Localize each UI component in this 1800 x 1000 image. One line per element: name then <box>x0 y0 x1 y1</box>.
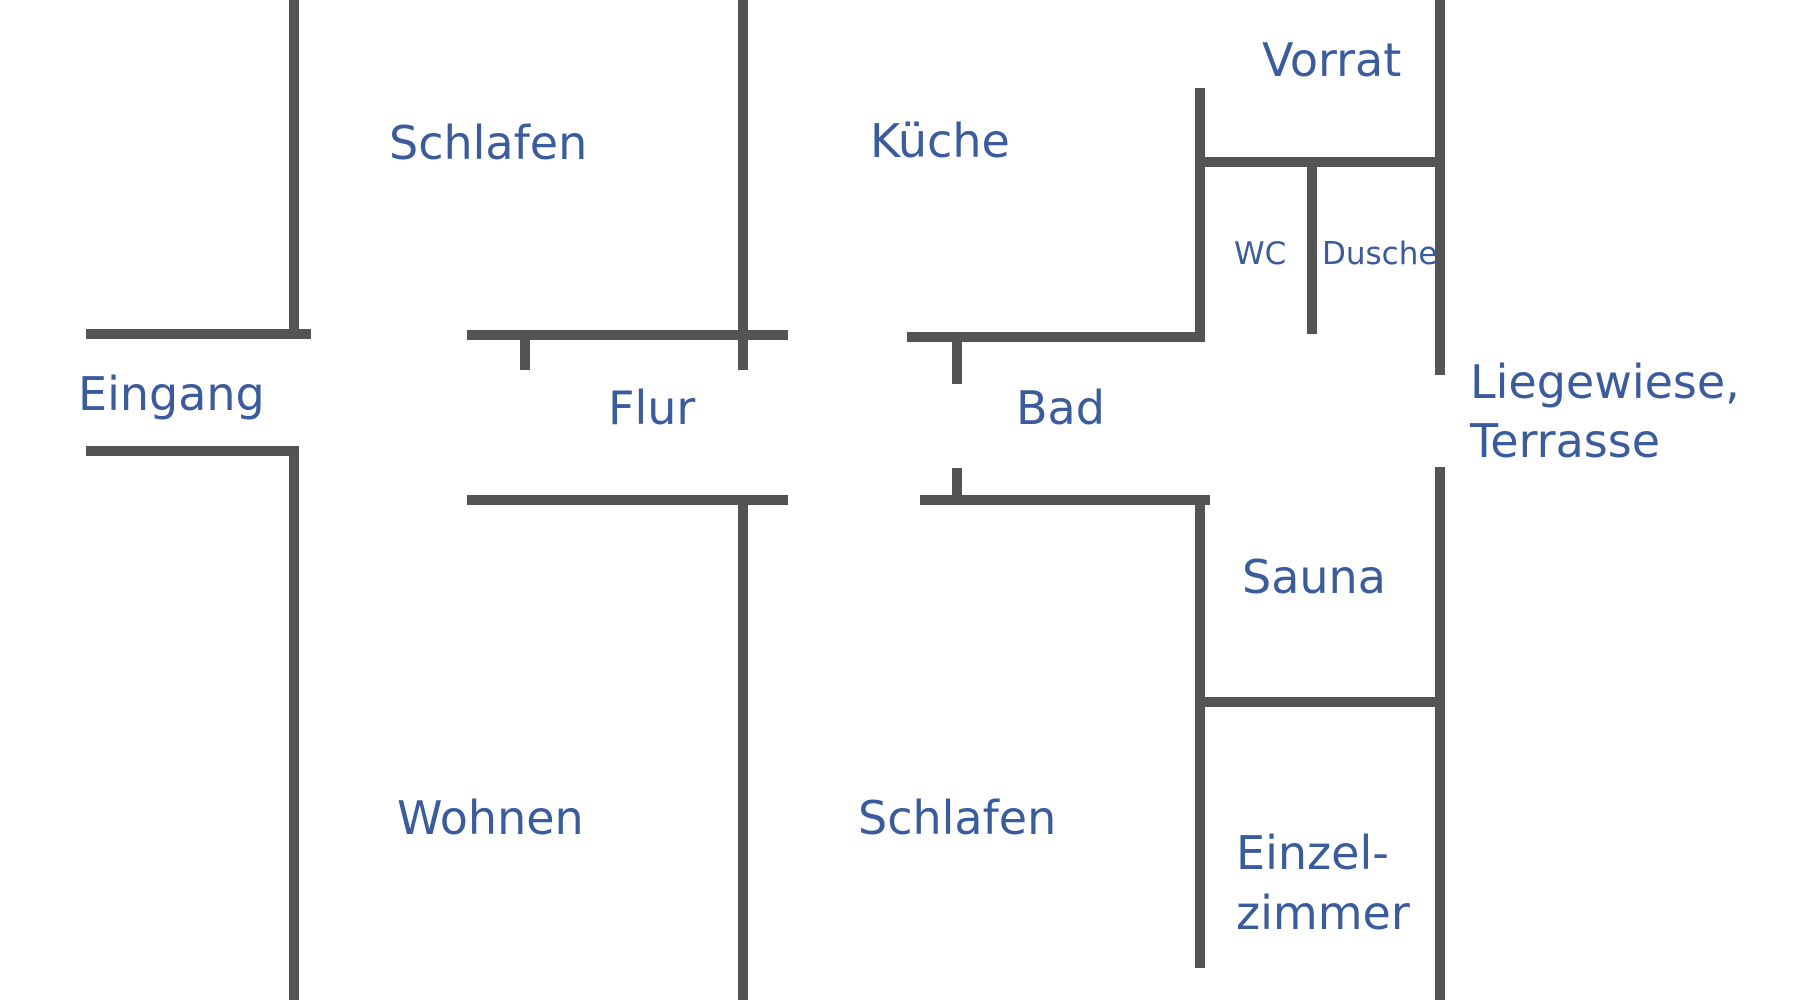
room-labels: Schlafen Küche Vorrat WC Dusche Eingang … <box>78 33 1740 940</box>
room-label-terrasse: Terrasse <box>1469 414 1660 468</box>
room-label-zimmer: zimmer <box>1236 886 1410 940</box>
room-label-eingang: Eingang <box>78 367 265 421</box>
room-label-einzel: Einzel- <box>1236 826 1389 880</box>
room-label-sauna: Sauna <box>1242 550 1386 604</box>
room-label-schlafen-top: Schlafen <box>389 116 587 170</box>
room-label-wc: WC <box>1234 236 1286 272</box>
room-label-liegewiese: Liegewiese, <box>1470 355 1740 409</box>
room-label-vorrat: Vorrat <box>1262 33 1401 87</box>
room-label-bad: Bad <box>1016 381 1105 435</box>
room-label-kueche: Küche <box>870 114 1010 168</box>
room-label-dusche: Dusche <box>1322 236 1437 272</box>
room-label-schlafen-bottom: Schlafen <box>858 791 1056 845</box>
room-label-wohnen: Wohnen <box>397 791 584 845</box>
walls <box>86 0 1445 1000</box>
room-label-flur: Flur <box>608 381 695 435</box>
